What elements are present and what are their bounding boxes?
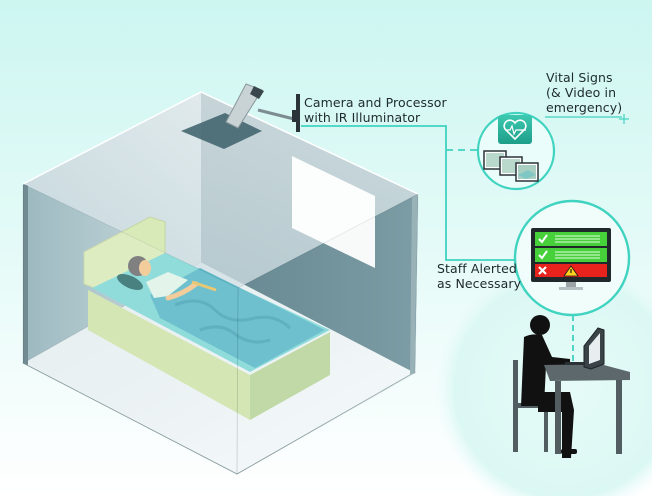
staff-label: Staff Alerted as Necessary <box>437 261 521 291</box>
patient-face <box>139 260 151 276</box>
pillow <box>117 273 143 291</box>
vitals-label: Vital Signs (& Video in emergency) <box>546 70 622 115</box>
camera-mount-pole <box>296 94 300 132</box>
ceiling-camera <box>225 83 300 132</box>
vitals-label-line1: Vital Signs <box>546 70 613 85</box>
patient-arm <box>165 281 199 301</box>
keyboard <box>565 362 585 365</box>
room-top-edge <box>22 91 419 195</box>
camera-label-line2: with IR Illuminator <box>304 110 421 125</box>
chair-front-leg <box>544 408 548 452</box>
blanket-folds <box>174 299 292 344</box>
alert-monitor-bubble <box>513 199 631 317</box>
vitals-bubble <box>476 111 556 191</box>
bed-foot <box>250 332 330 420</box>
video-frames-icon <box>483 150 539 182</box>
patient-gown <box>146 272 188 298</box>
left-wall-edge <box>23 184 28 365</box>
check-icon <box>538 234 548 244</box>
vitals-label-line2: (& Video in <box>546 85 617 100</box>
staff-label-line1: Staff Alerted <box>437 261 517 276</box>
staff-person-silhouette <box>521 315 577 458</box>
bed-side <box>88 290 250 420</box>
camera-label: Camera and Processor with IR Illuminator <box>304 95 447 125</box>
staff-label-line2: as Necessary <box>437 276 522 291</box>
x-icon <box>538 266 547 275</box>
ecg-line <box>505 124 526 136</box>
patient <box>117 256 217 301</box>
check-icon <box>538 250 548 260</box>
right-wall-edge <box>410 194 418 375</box>
nurse-call-cord <box>191 280 217 292</box>
desk-leg-front <box>555 381 561 454</box>
bed-blanket <box>150 268 325 368</box>
heart-outline <box>503 119 527 141</box>
monitor-stand <box>566 282 576 287</box>
monitor-base <box>559 287 583 290</box>
desk-top <box>544 364 630 381</box>
connector-lines <box>301 114 629 372</box>
status-text-lines <box>555 235 600 259</box>
room-window <box>292 156 375 268</box>
camera-lens <box>250 86 264 99</box>
camera-label-line1: Camera and Processor <box>304 95 447 110</box>
room-front-glass-left <box>22 183 239 475</box>
camera-mount-box <box>292 110 297 122</box>
camera-to-system-line <box>301 125 517 261</box>
vitals-label-line3: emergency) <box>546 100 623 115</box>
room-front-glass-right <box>236 193 419 475</box>
desk-computer-screen <box>589 333 600 364</box>
hospital-room <box>22 91 419 475</box>
desk-leg-right <box>616 380 622 454</box>
camera-arm <box>257 108 299 122</box>
staff-workstation <box>513 315 630 458</box>
